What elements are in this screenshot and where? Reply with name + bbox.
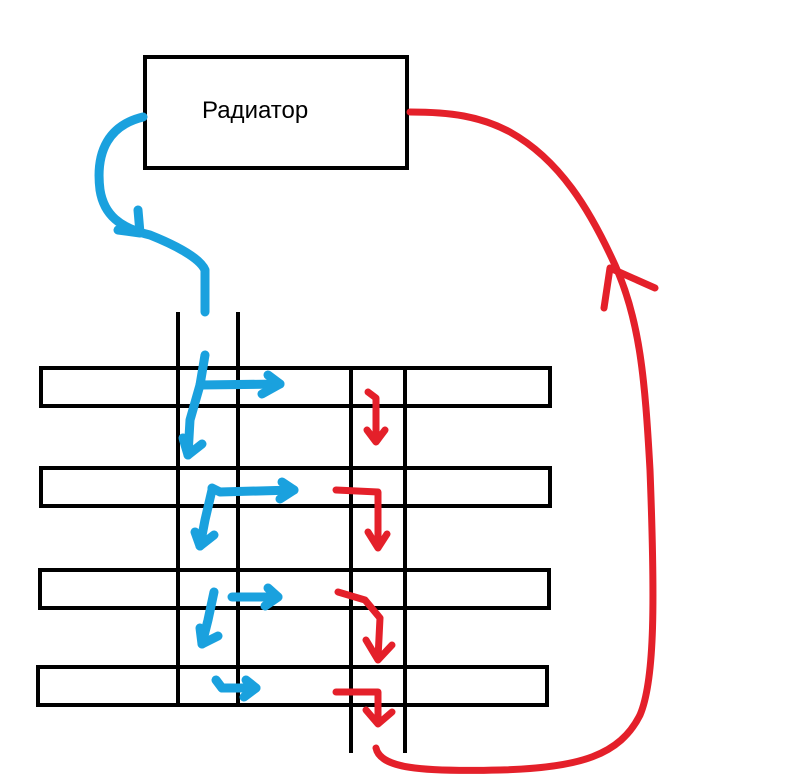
cold-arrowhead-4 [239,675,261,702]
hot-down-arrowhead-2 [364,528,391,552]
radiator-label: Радиатор [202,97,308,124]
plates [36,366,552,707]
cold-branch-4 [211,675,261,693]
radiator: Радиатор [143,55,409,170]
cold-arrowhead-2 [275,477,299,504]
hot-return-pipe [372,108,657,774]
plate-4 [36,665,549,707]
plate-2 [39,466,552,508]
cold-down-arrowhead-3 [195,623,223,649]
cold-down-arrowhead-2 [190,527,219,551]
hot-down-arrowhead-4 [362,706,396,728]
cold-return-pipe [94,112,210,317]
hot-branch-3 [334,588,384,662]
hot-down-arrowhead-3 [362,636,396,664]
hot-branch-2 [332,486,382,550]
cold-pipe-arrowhead [113,205,145,238]
cold-flow [94,112,299,702]
cold-branch-2 [207,483,299,497]
hot-down-arrowhead-1 [363,426,389,446]
cold-down-arrowhead-1 [178,433,207,460]
cold-arrowhead-1 [257,370,285,399]
hot-down-1 [364,388,380,444]
hot-pipe-arrowhead [600,264,659,312]
hot-branch-4 [332,688,382,724]
plate-3 [38,568,551,610]
plate-1 [39,366,552,408]
cold-arrowhead-3 [260,583,283,611]
hot-flow [332,108,659,774]
